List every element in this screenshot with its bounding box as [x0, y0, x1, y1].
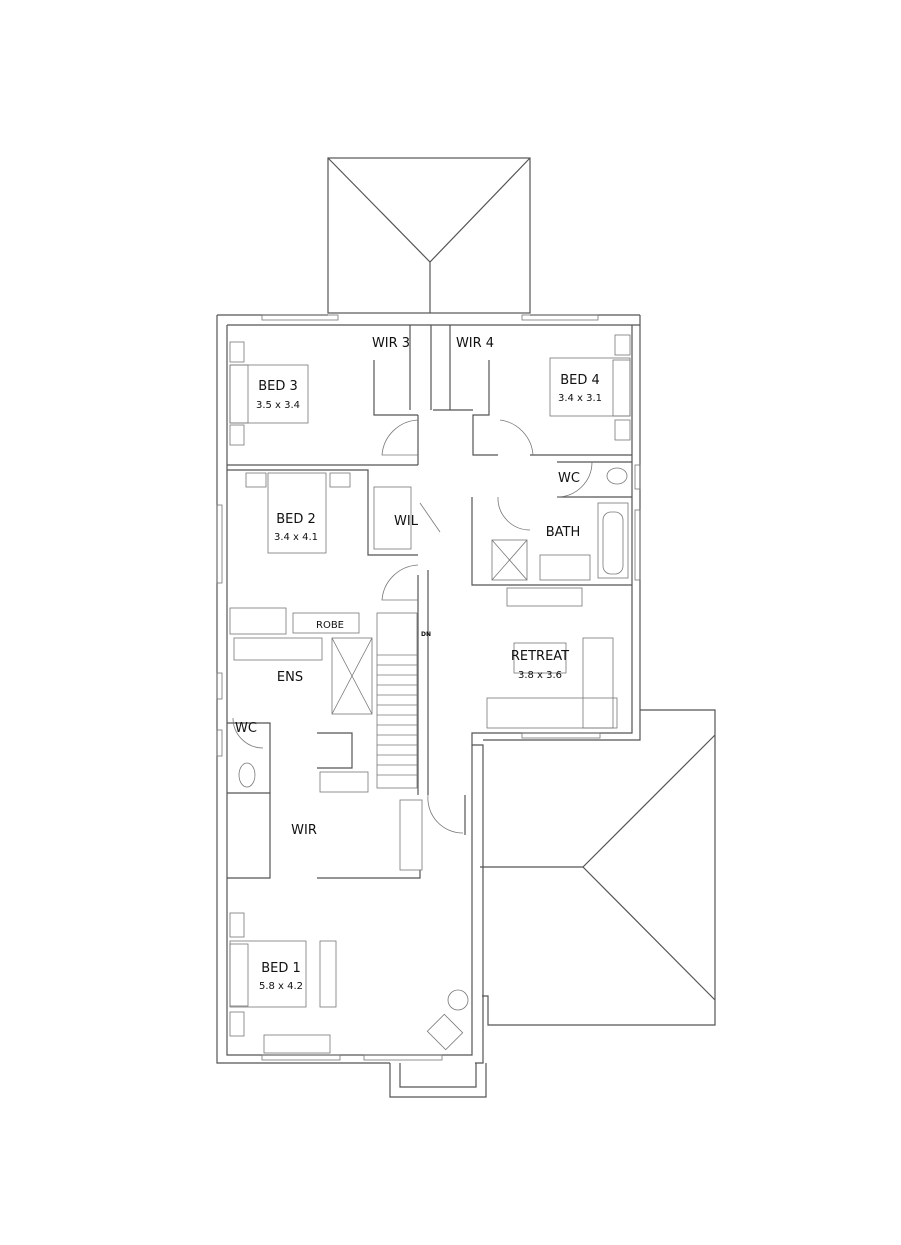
room-label-bed2: BED 2	[276, 512, 316, 527]
roof-top	[327, 157, 531, 314]
stairs-down-label: DN	[421, 631, 431, 638]
room-label-bath: BATH	[546, 525, 581, 540]
room-label-ens: ENS	[277, 670, 303, 685]
interior-walls	[227, 325, 632, 879]
room-label-wil: WIL	[394, 514, 419, 529]
room-label-wc-ens: WC	[235, 721, 257, 736]
room-label-wir: WIR	[291, 823, 317, 838]
doors	[232, 419, 593, 834]
room-label-retreat: RETREAT	[511, 649, 569, 664]
furniture	[229, 334, 631, 1054]
room-label-wc-upper: WC	[558, 471, 580, 486]
room-size-bed4: 3.4 x 3.1	[558, 393, 602, 404]
room-size-bed2: 3.4 x 4.1	[274, 532, 318, 543]
room-label-wir4: WIR 4	[456, 336, 494, 351]
room-size-bed3: 3.5 x 3.4	[256, 400, 300, 411]
room-size-retreat: 3.8 x 3.6	[518, 670, 562, 681]
room-label-bed4: BED 4	[560, 373, 600, 388]
room-label-wir3: WIR 3	[372, 336, 410, 351]
windows	[216, 314, 641, 1061]
roof-right	[480, 709, 716, 1026]
room-label-bed3: BED 3	[258, 379, 298, 394]
room-size-bed1: 5.8 x 4.2	[259, 981, 303, 992]
room-label-bed1: BED 1	[261, 961, 301, 976]
room-label-robe: ROBE	[316, 620, 344, 631]
